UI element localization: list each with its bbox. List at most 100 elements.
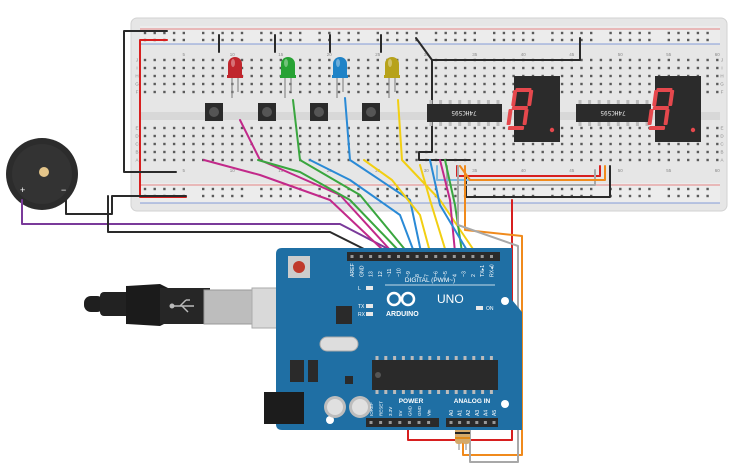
row-letter: H: [135, 74, 138, 79]
column-number: 30: [424, 168, 430, 173]
row-letter: F: [721, 90, 724, 95]
column-number: 55: [666, 168, 672, 173]
digital-pin-label: 7: [424, 274, 430, 277]
tx-label: TX: [358, 304, 365, 310]
column-number: 60: [715, 168, 721, 173]
rx-label: RX: [358, 312, 366, 318]
row-letter: E: [720, 126, 723, 131]
column-number: 35: [472, 52, 478, 57]
column-number: 45: [569, 168, 575, 173]
column-number: 15: [278, 168, 284, 173]
column-number: 45: [569, 52, 575, 57]
usb-cable: [84, 284, 297, 329]
piezo-buzzer: + −: [6, 138, 78, 210]
reset-button[interactable]: [288, 256, 310, 278]
column-number: 50: [618, 52, 624, 57]
power-label: POWER: [399, 398, 424, 405]
row-letter: I: [721, 66, 722, 71]
shift-register-1: 74HC595: [427, 100, 502, 126]
chip-1-label: 74HC595: [451, 109, 477, 116]
wire-yellow-1: [363, 159, 431, 253]
analog-label: ANALOG IN: [454, 398, 491, 405]
wire-gray-cross: [446, 165, 596, 186]
push-button-4[interactable]: [362, 103, 380, 121]
wire-blue-2: [344, 97, 422, 253]
wire-buzzer-black: [65, 195, 187, 215]
column-number: 15: [278, 52, 284, 57]
column-number: 40: [521, 52, 527, 57]
row-letter: D: [135, 134, 139, 139]
digital-pin-label: 2: [471, 274, 477, 277]
wire-pink-2: [239, 119, 393, 253]
digital-pin-label: ~6: [434, 271, 440, 277]
digital-pin-label: RX◂0: [490, 264, 496, 277]
analog-pin-label: A1: [458, 410, 464, 416]
row-letter: J: [721, 58, 723, 63]
wire-blue-1: [309, 159, 415, 253]
wire-green-1: [257, 159, 401, 253]
wire-green-2: [292, 99, 408, 253]
seven-segment-1: 8: [506, 76, 560, 142]
digital-pin-label: ~3: [462, 271, 468, 277]
digital-pin-label: ~9: [406, 271, 412, 277]
column-number: 20: [327, 52, 333, 57]
analog-pin-label: A5: [492, 410, 498, 416]
power-pin-label: GND: [417, 405, 422, 416]
push-button-3[interactable]: [310, 103, 328, 121]
power-pin-label: IOREF: [369, 402, 374, 416]
row-letter: H: [720, 74, 723, 79]
wire-blue-3: [429, 159, 469, 253]
l-led-label: L: [358, 286, 361, 292]
digital-label: DIGITAL (PWM~): [405, 277, 455, 284]
row-letter: J: [136, 58, 138, 63]
wire-yellow-3: [419, 164, 447, 253]
wire-black-rail: [123, 30, 177, 173]
column-number: 60: [715, 52, 721, 57]
analog-pin-label: A2: [466, 410, 472, 416]
row-letter: A: [720, 158, 723, 163]
arduino-logo-icon: [386, 291, 416, 307]
buzzer-minus-label: −: [61, 185, 66, 195]
led-red: [227, 57, 243, 98]
wire-pink-1: [203, 159, 386, 253]
led-blue: [332, 57, 348, 98]
uno-label: UNO: [437, 292, 464, 306]
wire-black-chip: [415, 37, 471, 161]
buzzer-plus-label: +: [20, 185, 25, 195]
digital-pin-label: 12: [378, 271, 384, 277]
row-letter: B: [135, 150, 138, 155]
column-number: 5: [183, 168, 186, 173]
power-pin-label: GND: [407, 405, 412, 416]
row-letter: F: [136, 90, 139, 95]
wire-pink-3: [439, 159, 456, 253]
digital-pin-label: GND: [359, 265, 365, 277]
column-number: 40: [521, 168, 527, 173]
power-pin-label: 3.3V: [388, 407, 393, 416]
column-number: 30: [424, 52, 430, 57]
wire-black-gnd: [107, 195, 371, 253]
digital-pin-label: 13: [369, 271, 375, 277]
wire-buzzer-purple: [21, 199, 395, 253]
arduino-brand: ARDUINO: [386, 311, 419, 318]
push-button-2[interactable]: [258, 103, 276, 121]
column-number: 10: [230, 52, 236, 57]
digital-pin-label: ~11: [387, 268, 393, 277]
column-number: 50: [618, 168, 624, 173]
digital-pin-label: ~5: [443, 271, 449, 277]
row-letter: A: [135, 158, 138, 163]
power-pin-label: Vin: [427, 409, 432, 416]
push-button-1[interactable]: [205, 103, 223, 121]
led-yellow: [384, 57, 400, 98]
wire-black-top: [431, 37, 581, 61]
analog-pin-label: A0: [449, 410, 455, 416]
on-label: ON: [486, 306, 494, 312]
usb-icon: [169, 299, 194, 313]
leds: [227, 57, 400, 98]
row-letter: G: [135, 82, 139, 87]
analog-pin-label: A3: [475, 410, 481, 416]
seven-segment-2: 8: [647, 76, 701, 142]
digital-pin-label: 4: [452, 274, 458, 277]
